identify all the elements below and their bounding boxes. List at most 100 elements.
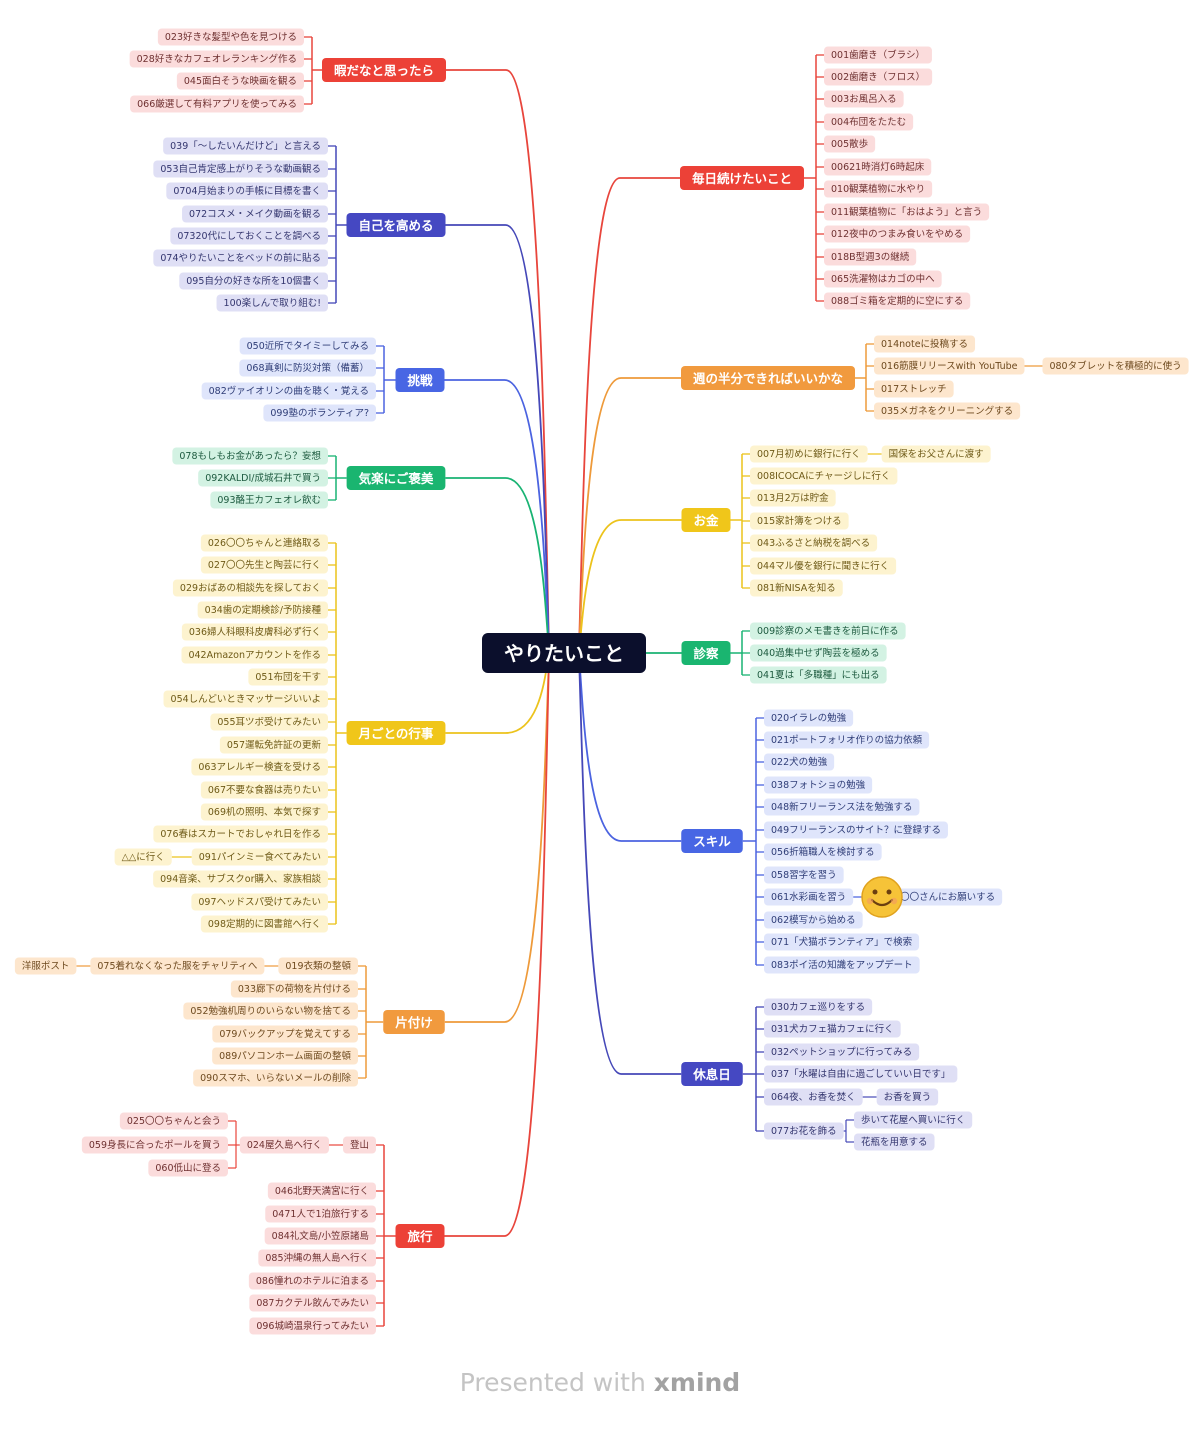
- subtopic-10-5[interactable]: 043ふるさと納税を調べる: [750, 534, 878, 552]
- subtopic-4-3[interactable]: 093酪王カフェオレ飲む: [210, 491, 328, 509]
- subtopic-5-5[interactable]: 036婦人科眼科皮膚科必ず行く: [181, 623, 328, 641]
- subtopic-8-4[interactable]: 004布団をたたむ: [824, 113, 914, 131]
- subtopic-1-3[interactable]: 045面白そうな映画を観る: [176, 72, 304, 90]
- subtopic-10-7[interactable]: 081新NISAを知る: [750, 579, 843, 597]
- main-topic-2[interactable]: 自己を高める: [346, 213, 446, 237]
- subtopic-12-11[interactable]: 071「犬猫ボランティア」で検索: [764, 933, 920, 951]
- subtopic-3-4[interactable]: 099塾のボランティア?: [263, 404, 376, 422]
- subtopic-7-1-sub[interactable]: 024屋久島へ行く: [239, 1136, 329, 1154]
- main-topic-11[interactable]: 診察: [681, 641, 731, 665]
- subtopic-9-2[interactable]: 016筋膜リリースwith YouTube: [874, 357, 1025, 375]
- subtopic-13-6[interactable]: 077お花を飾る: [764, 1122, 844, 1140]
- subtopic-7-2[interactable]: 046北野天満宮に行く: [267, 1182, 376, 1200]
- subtopic-7-5[interactable]: 085沖縄の無人島へ行く: [258, 1249, 376, 1267]
- subtopic-6-4[interactable]: 079バックアップを覚えてする: [212, 1025, 358, 1043]
- subtopic-8-8[interactable]: 011観葉植物に「おはよう」と言う: [824, 203, 990, 221]
- subtopic-13-3[interactable]: 032ペットショップに行ってみる: [764, 1043, 920, 1061]
- subtopic-8-2[interactable]: 002歯磨き（フロス）: [824, 68, 933, 86]
- subtopic-5-11[interactable]: 063アレルギー検査を受ける: [191, 758, 328, 776]
- subtopic-8-5[interactable]: 005散歩: [824, 135, 876, 153]
- subtopic-12-8[interactable]: 058習字を習う: [764, 866, 844, 884]
- subtopic-2-4[interactable]: 072コスメ・メイク動画を観る: [182, 205, 328, 223]
- subtopic-5-15-sub[interactable]: △△に行く: [114, 848, 172, 866]
- subtopic-1-4[interactable]: 066厳選して有料アプリを使ってみる: [130, 95, 304, 113]
- subtopic-2-3[interactable]: 0704月始まりの手帳に目標を書く: [166, 182, 328, 200]
- subtopic-5-10[interactable]: 057運転免許証の更新: [219, 736, 328, 754]
- subtopic-6-6[interactable]: 090スマホ、いらないメールの削除: [193, 1069, 358, 1087]
- subtopic-7-8[interactable]: 096城崎温泉行ってみたい: [249, 1317, 376, 1335]
- subtopic-8-11[interactable]: 065洗濯物はカゴの中へ: [824, 270, 942, 288]
- subtopic-2-5[interactable]: 07320代にしておくことを調べる: [170, 227, 328, 245]
- subtopic-10-1-sub[interactable]: 国保をお父さんに渡す: [881, 445, 991, 463]
- main-topic-3[interactable]: 挑戦: [395, 368, 445, 392]
- subtopic-6-1-sub-sub[interactable]: 洋服ポスト: [14, 957, 77, 975]
- subtopic-9-1[interactable]: 014noteに投稿する: [874, 335, 976, 353]
- subtopic-6-3[interactable]: 052勉強机周りのいらない物を捨てる: [183, 1002, 358, 1020]
- subtopic-12-3[interactable]: 022犬の勉強: [764, 753, 835, 771]
- subtopic-5-13[interactable]: 069机の照明、本気で探す: [200, 803, 328, 821]
- main-topic-6[interactable]: 片付け: [383, 1010, 445, 1034]
- subtopic-12-7[interactable]: 056折箱職人を検討する: [764, 843, 882, 861]
- subtopic-12-5[interactable]: 048新フリーランス法を勉強する: [764, 798, 920, 816]
- subtopic-7-1[interactable]: 登山: [342, 1136, 376, 1154]
- subtopic-12-4[interactable]: 038フォトショの勉強: [764, 776, 873, 794]
- subtopic-3-3[interactable]: 082ヴァイオリンの曲を聴く・覚える: [201, 382, 376, 400]
- subtopic-5-15[interactable]: 091パインミー食べてみたい: [191, 848, 328, 866]
- subtopic-8-9[interactable]: 012夜中のつまみ食いをやめる: [824, 225, 971, 243]
- subtopic-13-1[interactable]: 030カフェ巡りをする: [764, 998, 873, 1016]
- subtopic-12-1[interactable]: 020イラレの勉強: [764, 709, 854, 727]
- subtopic-5-1[interactable]: 026〇〇ちゃんと連絡取る: [200, 534, 328, 552]
- subtopic-6-1[interactable]: 019衣類の整頓: [278, 957, 358, 975]
- subtopic-5-6[interactable]: 042Amazonアカウントを作る: [181, 646, 328, 664]
- subtopic-12-9[interactable]: 061水彩画を習う: [764, 888, 854, 906]
- subtopic-5-18[interactable]: 098定期的に図書館へ行く: [200, 915, 328, 933]
- subtopic-13-4[interactable]: 037「水曜は自由に過ごしていい日です」: [764, 1065, 958, 1083]
- subtopic-6-2[interactable]: 033廊下の荷物を片付ける: [230, 980, 358, 998]
- subtopic-13-6-sub-0[interactable]: 歩いて花屋へ買いに行く: [854, 1111, 973, 1129]
- subtopic-12-2[interactable]: 021ポートフォリオ作りの協力依頼: [764, 731, 930, 749]
- subtopic-5-8[interactable]: 054しんどいときマッサージいいよ: [163, 690, 328, 708]
- subtopic-4-2[interactable]: 092KALDI/成城石井で買う: [198, 469, 328, 487]
- main-topic-8[interactable]: 毎日続けたいこと: [679, 166, 805, 190]
- subtopic-8-1[interactable]: 001歯磨き（ブラシ）: [824, 46, 932, 64]
- subtopic-10-3[interactable]: 013月2万は貯金: [750, 489, 836, 507]
- main-topic-9[interactable]: 週の半分できればいいかな: [680, 366, 856, 390]
- main-topic-7[interactable]: 旅行: [395, 1224, 445, 1248]
- subtopic-9-3[interactable]: 017ストレッチ: [874, 380, 954, 398]
- subtopic-11-3[interactable]: 041夏は「多職種」にも出る: [750, 666, 887, 684]
- subtopic-13-6-sub-1[interactable]: 花瓶を用意する: [854, 1133, 935, 1151]
- subtopic-8-6[interactable]: 00621時消灯6時起床: [824, 158, 932, 176]
- subtopic-2-1[interactable]: 039「〜したいんだけど」と言える: [163, 137, 328, 155]
- subtopic-5-7[interactable]: 051布団を干す: [248, 668, 328, 686]
- subtopic-12-10[interactable]: 062模写から始める: [764, 911, 863, 929]
- subtopic-11-1[interactable]: 009診察のメモ書きを前日に作る: [750, 622, 906, 640]
- subtopic-10-2[interactable]: 008ICOCAにチャージしに行く: [750, 467, 898, 485]
- subtopic-1-1[interactable]: 023好きな髪型や色を見つける: [157, 28, 304, 46]
- subtopic-7-1-sub-sub-2[interactable]: 060低山に登る: [148, 1159, 228, 1177]
- subtopic-2-7[interactable]: 095自分の好きな所を10個書く: [179, 272, 328, 290]
- subtopic-3-2[interactable]: 068真剣に防災対策（備蓄）: [239, 359, 376, 377]
- subtopic-5-9[interactable]: 055耳ツボ受けてみたい: [210, 713, 328, 731]
- subtopic-13-5[interactable]: 064夜、お香を焚く: [764, 1088, 863, 1106]
- subtopic-8-3[interactable]: 003お風呂入る: [824, 90, 904, 108]
- subtopic-9-2-sub[interactable]: 080タブレットを積極的に使う: [1042, 357, 1189, 375]
- subtopic-5-16[interactable]: 094音楽、サブスクor購入、家族相談: [153, 870, 328, 888]
- main-topic-13[interactable]: 休息日: [681, 1062, 743, 1086]
- subtopic-8-12[interactable]: 088ゴミ箱を定期的に空にする: [824, 292, 971, 310]
- subtopic-10-6[interactable]: 044マル優を銀行に聞きに行く: [750, 557, 897, 575]
- subtopic-5-17[interactable]: 097ヘッドスパ受けてみたい: [191, 893, 328, 911]
- subtopic-2-8[interactable]: 100楽しんで取り組む!: [216, 294, 328, 312]
- subtopic-5-2[interactable]: 027〇〇先生と陶芸に行く: [200, 556, 328, 574]
- subtopic-12-9-sub[interactable]: 〇〇さんにお願いする: [893, 888, 1003, 906]
- subtopic-8-7[interactable]: 010観葉植物に水やり: [824, 180, 933, 198]
- subtopic-7-4[interactable]: 084礼文島/小笠原諸島: [264, 1227, 376, 1245]
- subtopic-7-3[interactable]: 0471人で1泊旅行する: [265, 1205, 376, 1223]
- subtopic-13-5-sub[interactable]: お香を買う: [876, 1088, 939, 1106]
- subtopic-8-10[interactable]: 018B型週3の継続: [824, 248, 917, 266]
- main-topic-5[interactable]: 月ごとの行事: [346, 721, 446, 745]
- subtopic-7-1-sub-sub-1[interactable]: 059身長に合ったポールを買う: [81, 1136, 228, 1154]
- subtopic-5-3[interactable]: 029おばあの相談先を探しておく: [172, 579, 328, 597]
- subtopic-7-6[interactable]: 086憧れのホテルに泊まる: [248, 1272, 376, 1290]
- main-topic-1[interactable]: 暇だなと思ったら: [321, 58, 447, 82]
- subtopic-12-6[interactable]: 049フリーランスのサイト？に登録する: [764, 821, 948, 839]
